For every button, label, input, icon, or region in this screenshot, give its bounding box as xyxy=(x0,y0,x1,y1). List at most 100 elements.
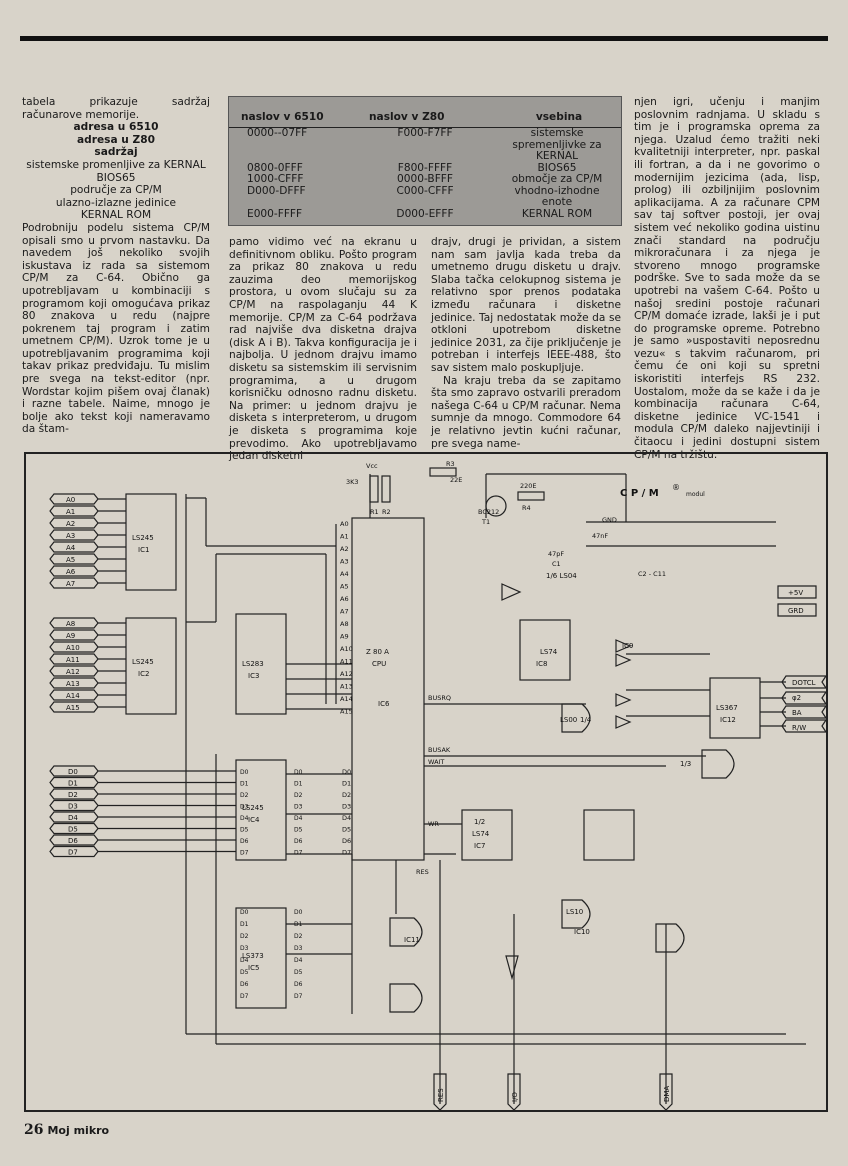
data-line-label: D0 xyxy=(68,768,78,776)
table-cell: 0000-BFFF xyxy=(397,173,453,185)
output-signal-label: φ2 xyxy=(792,694,801,702)
control-signal-label: WR xyxy=(428,820,439,828)
address-line-label: A0 xyxy=(66,496,75,504)
table-cell: C000-CFFF xyxy=(396,184,454,197)
ic4-data-out-label: D5 xyxy=(294,827,303,834)
component-label: 22E xyxy=(450,476,462,484)
component-label: Vcc xyxy=(366,462,378,470)
ic5-data-out-label: D4 xyxy=(294,957,303,964)
ic5-data-label: D5 xyxy=(240,969,249,976)
signal-arrow xyxy=(49,505,99,517)
ic5-data-out-label: D1 xyxy=(294,921,303,928)
signal-arrow xyxy=(49,553,99,565)
schematic-title: C P / M xyxy=(620,488,659,499)
ic-label: 1/4 xyxy=(580,716,592,724)
cpu-address-label: A0 xyxy=(340,520,349,528)
data-line-label: D3 xyxy=(68,803,78,811)
table-cell: D000-DFFF xyxy=(247,184,306,197)
table-cell: KERNAL ROM xyxy=(521,207,593,220)
cpu-address-label: A10 xyxy=(340,645,353,653)
signal-arrow xyxy=(49,689,99,701)
page-number: 26 xyxy=(24,1122,44,1138)
ic-label: IC1 xyxy=(138,546,149,554)
memory-table: naslov v 6510 naslov v Z80 vsebina 0000-… xyxy=(228,96,622,226)
ic-label: LS245 xyxy=(132,534,154,542)
data-line-label: D2 xyxy=(68,791,78,799)
ic4-data-label: D4 xyxy=(240,815,249,822)
signal-arrow xyxy=(49,565,99,577)
schematic-svg: A0A0A1A1A2A2A3A3A4A4A5A5A6A6A7A7A8A8A9A9… xyxy=(49,460,828,1111)
output-signal-label: R/W xyxy=(792,724,806,732)
ic-label: LS10 xyxy=(566,908,583,916)
component-label: 3K3 xyxy=(346,478,359,486)
ic5-data-out-label: D3 xyxy=(294,945,303,952)
ic-label: LS74 xyxy=(472,830,490,838)
address-line-label: A13 xyxy=(66,680,80,688)
table-cell: BIOS65 xyxy=(537,161,577,174)
signal-arrow xyxy=(49,701,99,713)
ic5-data-label: D7 xyxy=(240,993,249,1000)
ic5-data-out-label: D0 xyxy=(294,909,303,916)
schematic-title-suffix: modul xyxy=(686,491,705,498)
table-cell: 0800-0FFF xyxy=(247,161,303,174)
ic-label: 1/2 xyxy=(474,818,485,826)
ic5-data-label: D4 xyxy=(240,957,249,964)
cpu-address-label: A8 xyxy=(340,620,349,628)
ic4-data-out-label: D1 xyxy=(294,781,303,788)
column-1: tabela prikazuje sadržaj računarove memo… xyxy=(22,96,210,436)
component-label: R2 xyxy=(382,508,391,516)
ic4-data-label: D5 xyxy=(240,827,249,834)
component-label: R3 xyxy=(446,460,455,468)
legend-item: ulazno-izlazne jedinice xyxy=(55,196,177,209)
ic5-data-label: D3 xyxy=(240,945,249,952)
signal-arrow xyxy=(49,653,99,665)
cpu-address-label: A14 xyxy=(340,695,353,703)
cpu-address-label: A6 xyxy=(340,595,349,603)
address-line-label: A4 xyxy=(66,544,76,552)
signal-arrow xyxy=(49,641,99,653)
address-line-label: A12 xyxy=(66,668,80,676)
column-2: pamo vidimo već na ekranu u definitivnom… xyxy=(229,236,417,463)
signal-arrow xyxy=(49,677,99,689)
cpu-address-label: A2 xyxy=(340,545,349,553)
signal-arrow xyxy=(49,788,99,800)
cpu-address-label: A11 xyxy=(340,658,353,666)
table-cell: 1000-CFFF xyxy=(247,173,304,185)
address-line-label: A8 xyxy=(66,620,75,628)
legend-line-3: sadržaj xyxy=(94,146,138,159)
ic-label: LS74 xyxy=(540,648,558,656)
table-cell: E000-FFFF xyxy=(247,207,303,220)
legend-item: sistemske promenljive za KERNAL xyxy=(26,158,206,171)
legend-line-1: adresa u 6510 xyxy=(73,121,159,134)
control-signal-label: BUSAK xyxy=(428,746,451,754)
body-text: Na kraju treba da se zapitamo šta smo za… xyxy=(431,374,621,450)
ic4-data-label: D1 xyxy=(240,781,249,788)
ic-label: IC12 xyxy=(720,716,736,724)
legend-item: područje za CP/M xyxy=(70,184,162,197)
signal-arrow xyxy=(49,617,99,629)
ic-label: IC10 xyxy=(574,928,590,936)
table-cell: F800-FFFF xyxy=(397,161,453,174)
cpu-data-label: D5 xyxy=(342,826,351,834)
address-line-label: A9 xyxy=(66,632,75,640)
ic-label: 1/3 xyxy=(680,760,691,768)
signal-arrow xyxy=(49,577,99,589)
component-label: T1 xyxy=(481,518,490,526)
power-label: GRD xyxy=(788,607,804,615)
ic5-data-out-label: D6 xyxy=(294,981,303,988)
cpu-address-label: A13 xyxy=(340,683,353,691)
data-line-label: D6 xyxy=(68,837,78,845)
body-text: drajv, drugi je prividan, a sistem nam s… xyxy=(431,236,621,374)
control-signal-label: BUSRQ xyxy=(428,694,451,702)
ic4-data-label: D3 xyxy=(240,804,249,811)
table-header: naslov v Z80 xyxy=(357,97,493,128)
cpu-data-label: D7 xyxy=(342,849,351,857)
ic4-data-out-label: D6 xyxy=(294,838,303,845)
table-cell: vhodno-izhodne enote xyxy=(514,184,600,208)
cpu-address-label: A12 xyxy=(340,670,353,678)
ic-label: IC2 xyxy=(138,670,149,678)
ic-label: IC4 xyxy=(248,816,260,824)
ic-label: LS367 xyxy=(716,704,738,712)
ic-label: IC3 xyxy=(248,672,259,680)
